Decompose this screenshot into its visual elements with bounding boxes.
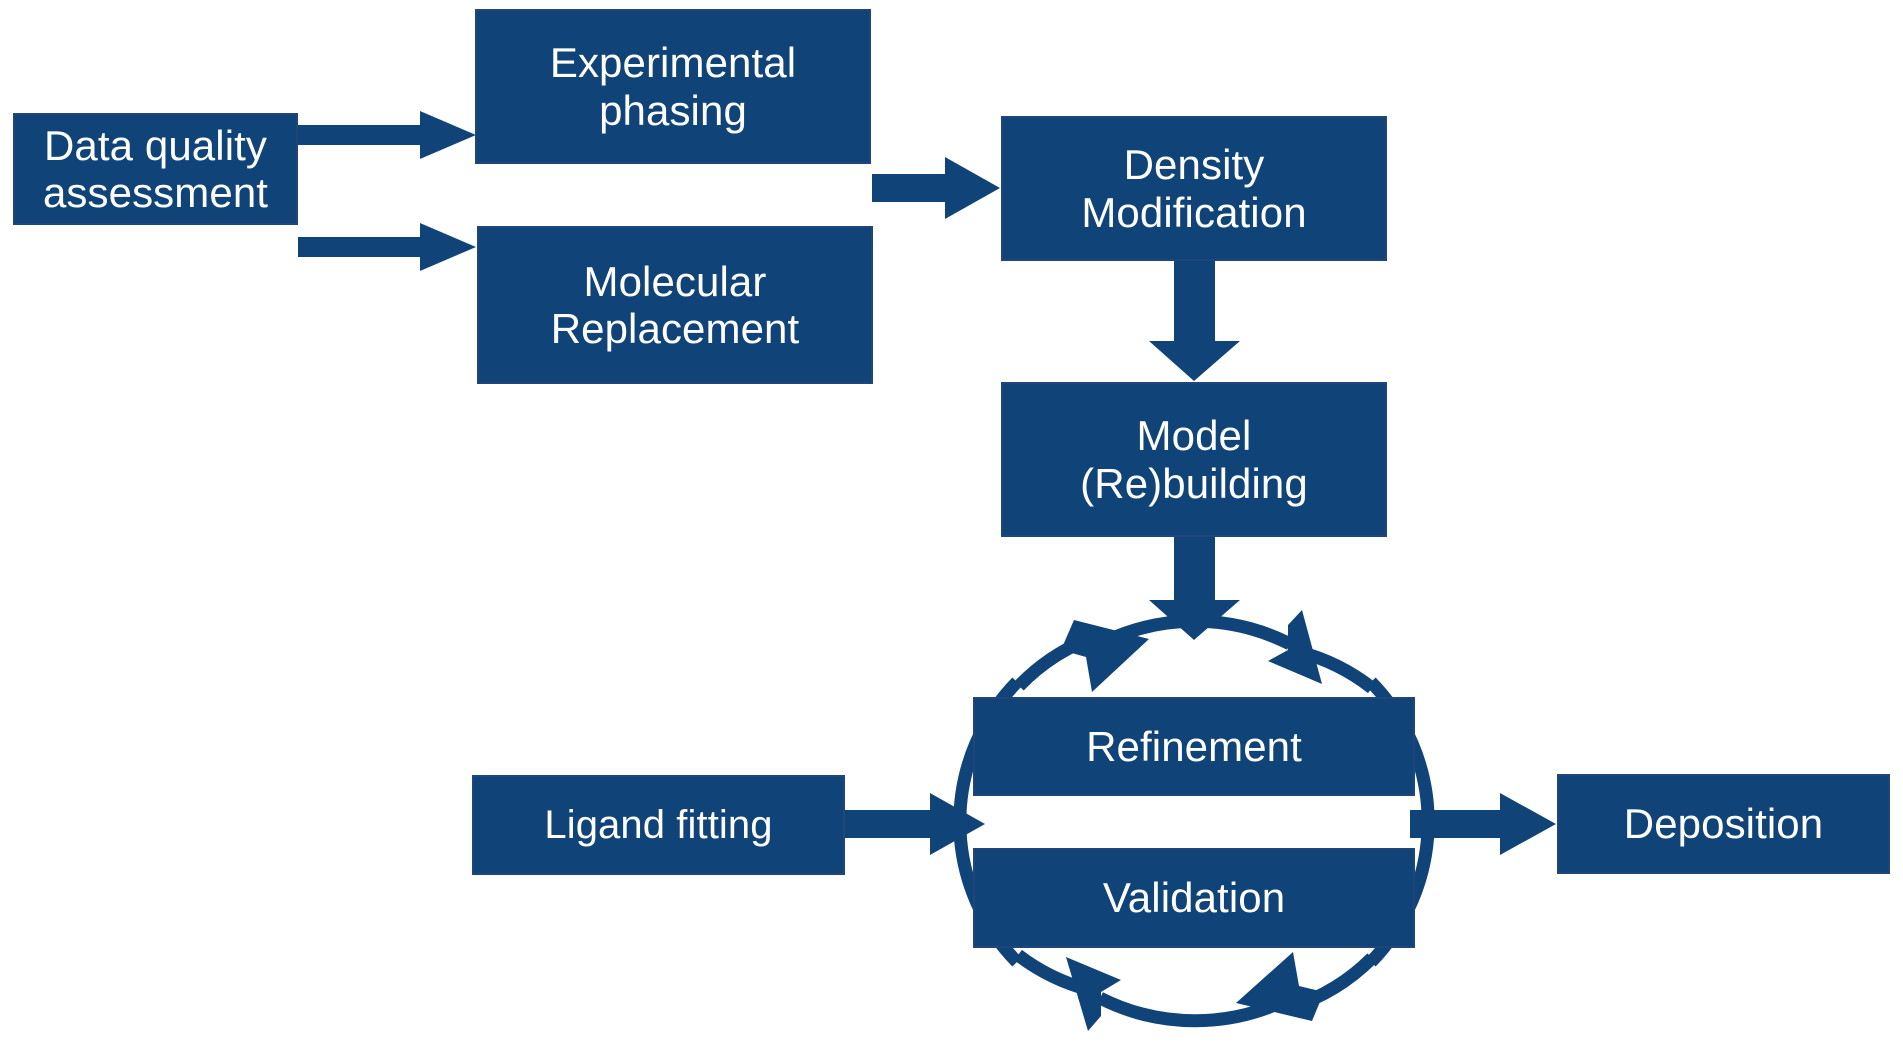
node-label: Density Modification (1081, 141, 1307, 236)
arrow-cycle-to-deposition (1410, 793, 1556, 855)
node-deposition[interactable]: Deposition (1557, 774, 1890, 874)
arrow-phasing-to-density (872, 157, 1000, 219)
arrow-density-to-model (1149, 261, 1240, 381)
node-label: Deposition (1623, 800, 1824, 848)
node-data-quality-assessment[interactable]: Data quality assessment (13, 113, 298, 225)
node-experimental-phasing[interactable]: Experimental phasing (475, 9, 871, 164)
arrow-ligand-to-cycle (845, 793, 985, 855)
arrow-data-quality-to-experimental (298, 111, 476, 159)
node-label: Data quality assessment (42, 121, 269, 216)
node-density-modification[interactable]: Density Modification (1001, 116, 1387, 261)
node-molecular-replacement[interactable]: Molecular Replacement (477, 226, 873, 384)
cycle-arrows-refinement-validation (953, 610, 1435, 1031)
node-label: Validation (1102, 874, 1286, 922)
node-model-rebuilding[interactable]: Model (Re)building (1001, 382, 1387, 537)
node-label: Model (Re)building (1080, 412, 1308, 507)
node-label: Experimental phasing (549, 39, 797, 134)
node-label: Ligand fitting (544, 802, 773, 847)
node-validation[interactable]: Validation (973, 848, 1415, 948)
arrow-data-quality-to-molecular (298, 223, 476, 271)
node-label: Molecular Replacement (550, 257, 800, 352)
node-refinement[interactable]: Refinement (973, 697, 1415, 796)
node-label: Refinement (1086, 722, 1302, 770)
arrow-model-to-refinement (1149, 537, 1240, 640)
node-ligand-fitting[interactable]: Ligand fitting (472, 775, 845, 875)
